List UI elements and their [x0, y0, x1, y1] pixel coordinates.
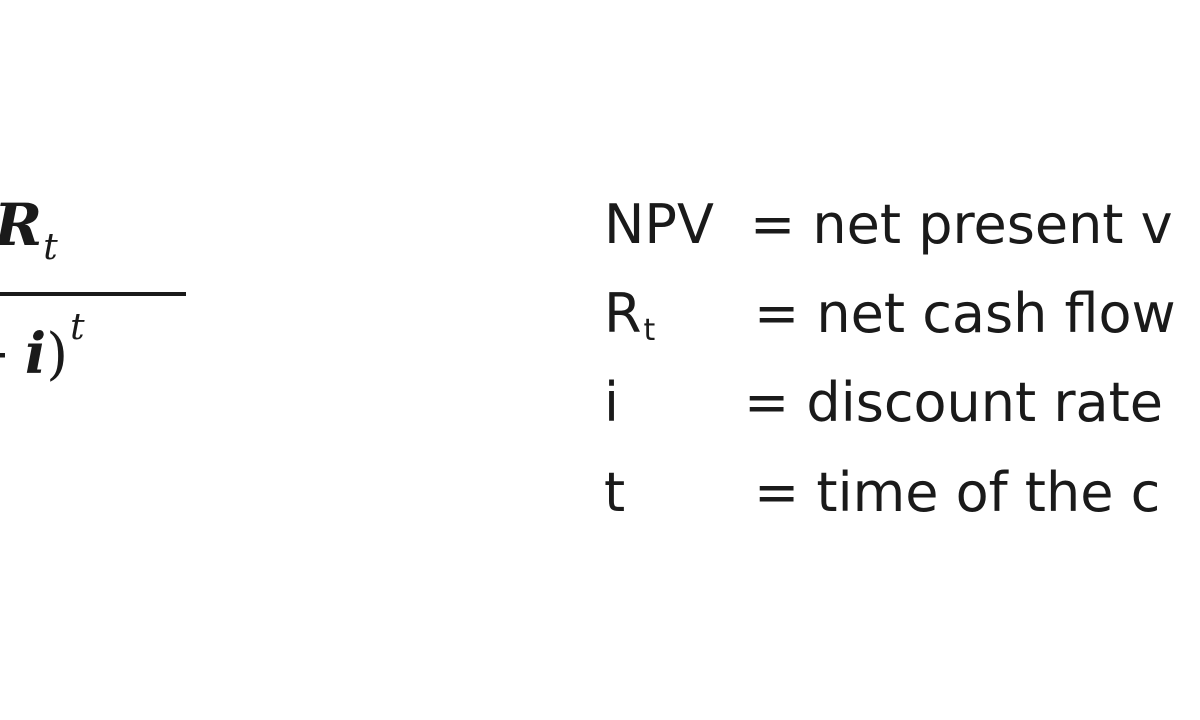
- legend-symbol: Rt: [604, 279, 655, 358]
- formula-denominator: +i)t: [0, 310, 85, 383]
- legend-definition: = time of the c: [754, 461, 1161, 524]
- variable-legend: NPV = net present v Rt = net cash flow i…: [604, 190, 1200, 550]
- fraction-bar: [0, 292, 186, 296]
- legend-symbol: t: [604, 461, 626, 524]
- legend-definition: = discount rate: [744, 371, 1164, 434]
- legend-symbol: i: [604, 371, 620, 434]
- legend-definition: = net present v: [750, 193, 1173, 256]
- legend-symbol: NPV: [604, 193, 714, 256]
- denominator-plus: +: [0, 322, 11, 387]
- legend-row-npv: NPV = net present v: [604, 190, 1173, 260]
- denominator-exponent: t: [70, 307, 85, 348]
- legend-row-t: t = time of the c: [604, 458, 1160, 528]
- numerator-subscript: t: [43, 227, 58, 268]
- legend-row-i: i = discount rate: [604, 368, 1163, 438]
- formula-numerator: Rt: [0, 196, 58, 266]
- numerator-symbol: R: [0, 191, 42, 259]
- legend-symbol-subscript: t: [643, 313, 656, 348]
- denominator-variable: i: [24, 321, 47, 387]
- legend-row-rt: Rt = net cash flow: [604, 279, 1176, 349]
- npv-formula: Rt +i)t: [0, 0, 260, 720]
- denominator-close-paren: ): [46, 322, 69, 387]
- legend-symbol-base: R: [604, 282, 642, 345]
- legend-definition: = net cash flow: [754, 282, 1176, 345]
